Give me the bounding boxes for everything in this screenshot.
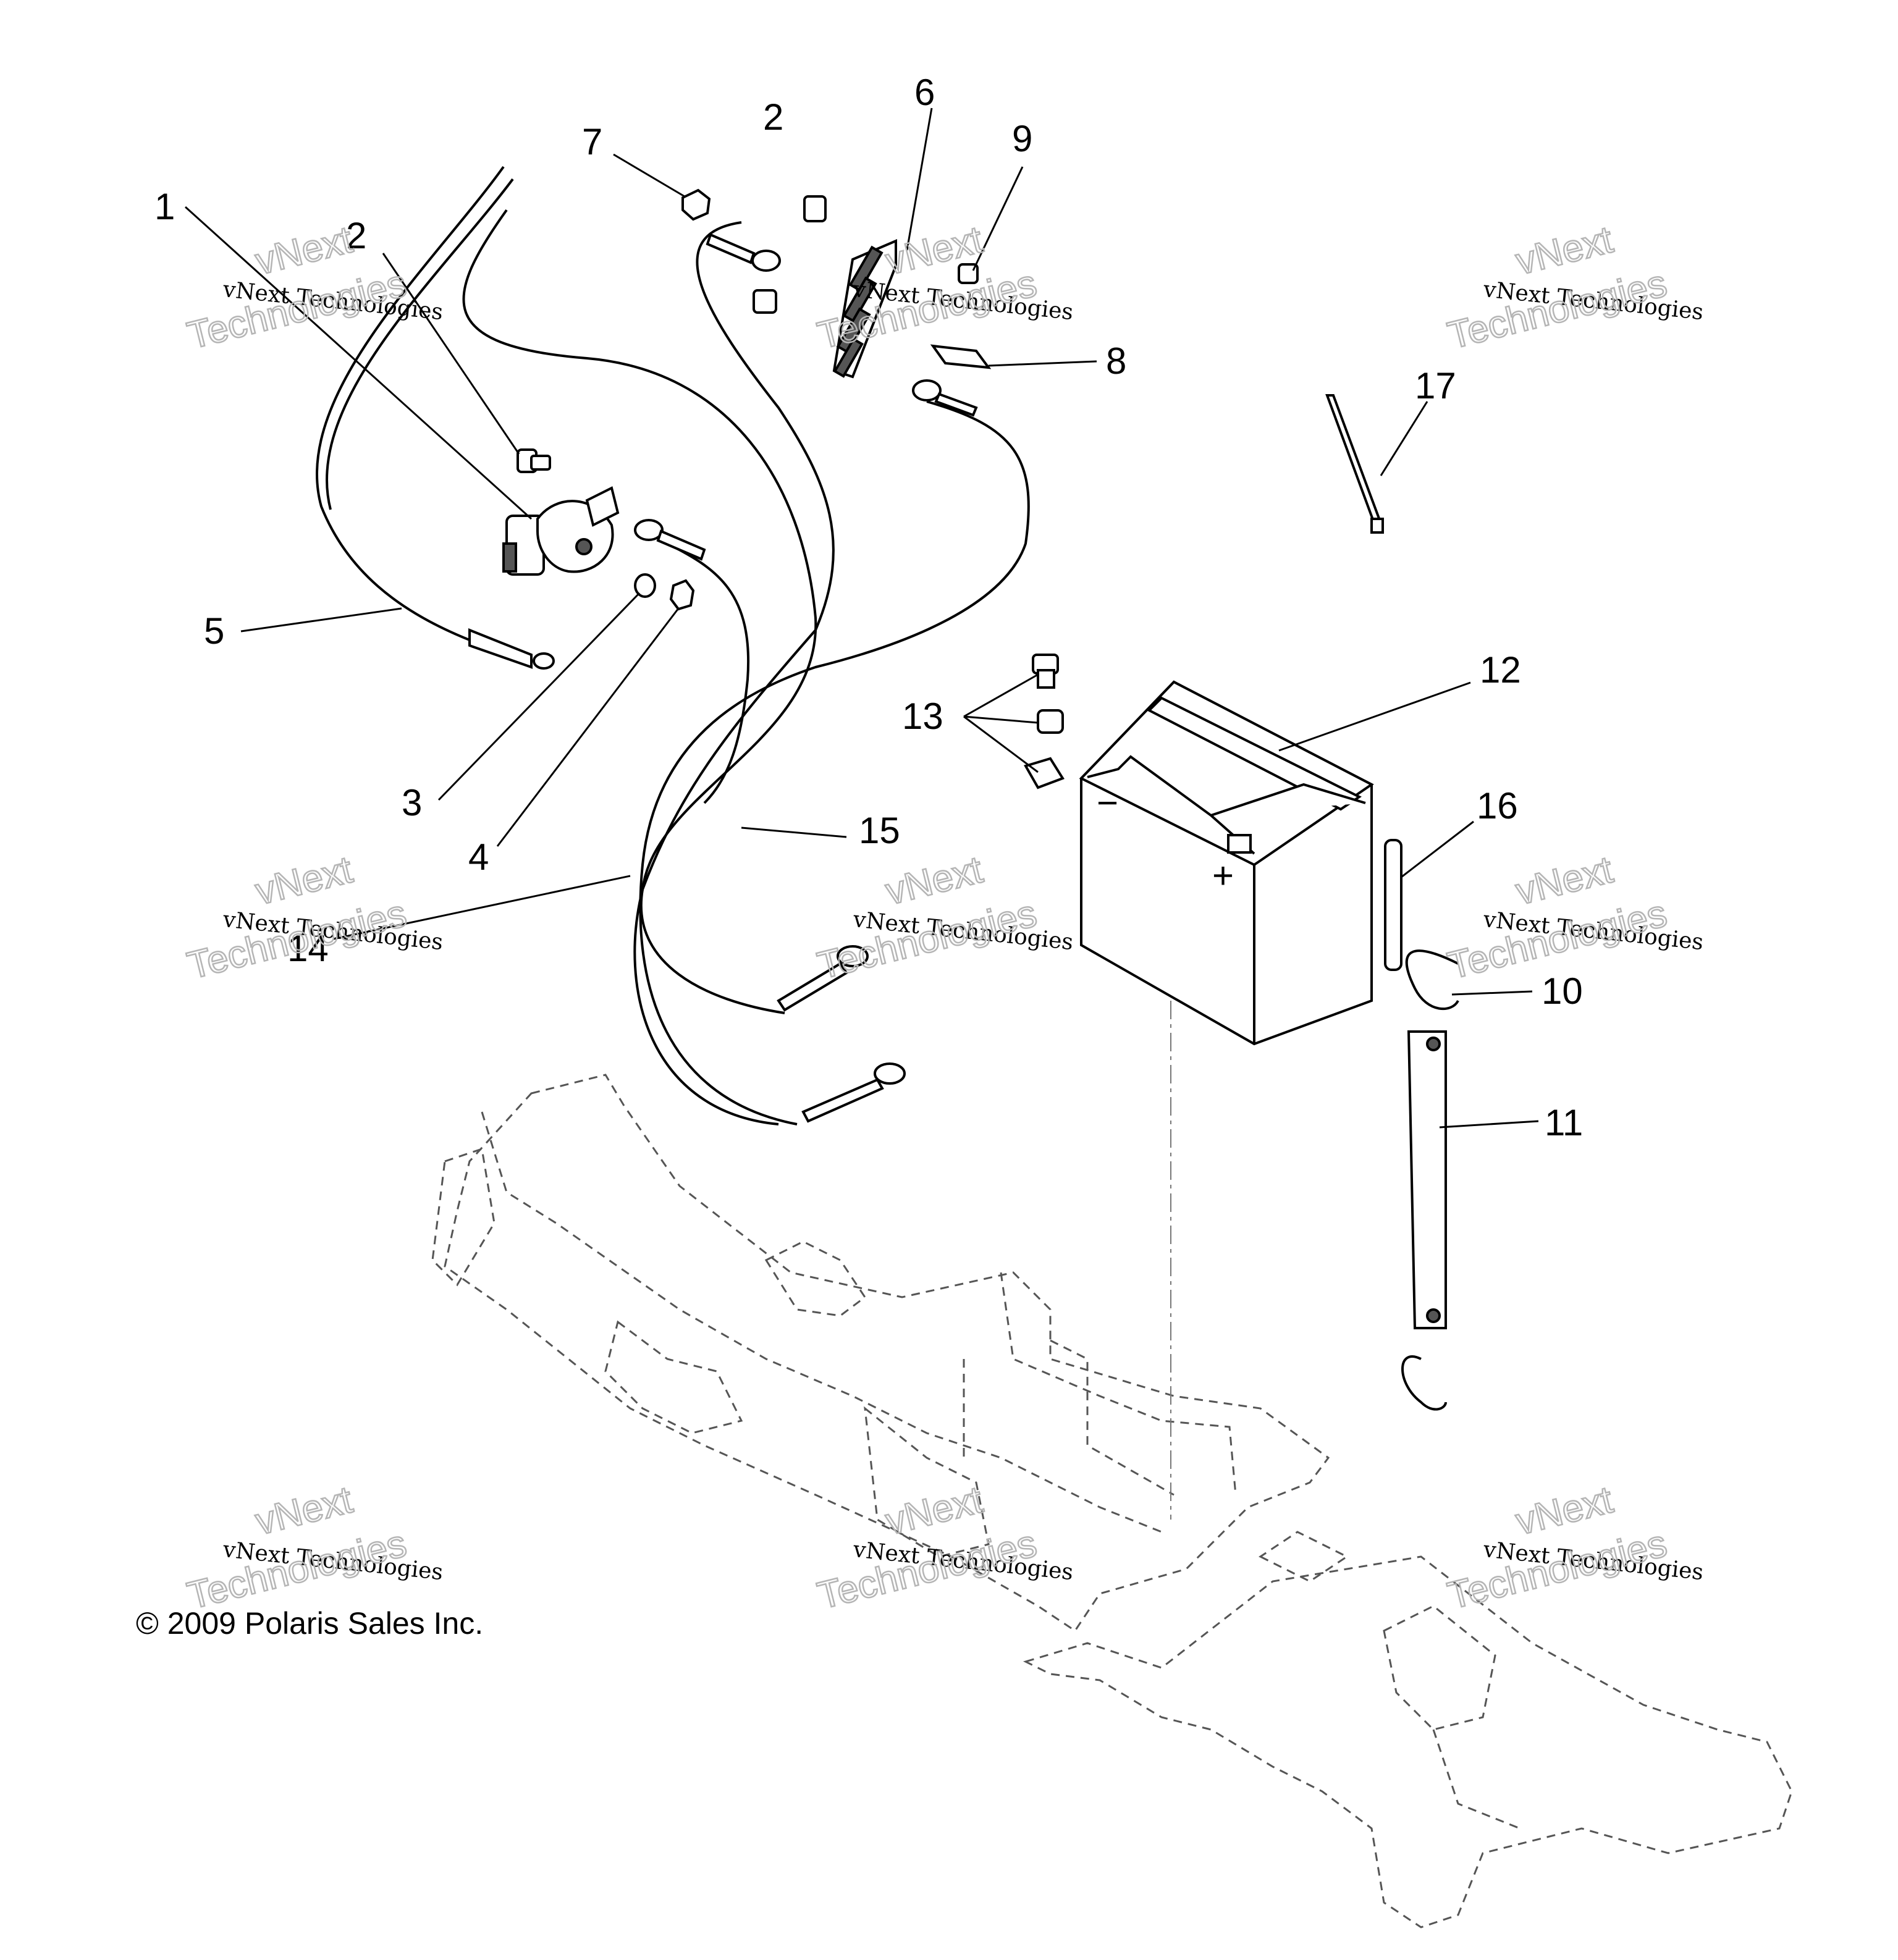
svg-text:Technologies: Technologies xyxy=(183,892,411,988)
svg-text:vNext: vNext xyxy=(251,1478,356,1543)
callout-15: 15 xyxy=(859,810,900,851)
svg-text:Technologies: Technologies xyxy=(1444,1522,1671,1618)
watermark-3: vNext vNext Technologies Technologies xyxy=(1443,217,1705,358)
ring-terminals xyxy=(468,233,978,1123)
cable-15 xyxy=(462,209,817,1014)
callout-9: 9 xyxy=(1012,118,1032,159)
callout-8: 8 xyxy=(1106,340,1126,382)
battery-minus-label: − xyxy=(1097,782,1118,823)
cable-14 xyxy=(633,221,835,1125)
callout-10: 10 xyxy=(1542,970,1583,1012)
svg-text:Technologies: Technologies xyxy=(814,1522,1041,1618)
watermark-8: vNext vNext Technologies Technologies xyxy=(812,1478,1074,1618)
watermark-5: vNext vNext Technologies Technologies xyxy=(812,848,1074,988)
part-8-clip xyxy=(930,344,992,369)
watermark-7: vNext vNext Technologies Technologies xyxy=(182,1478,444,1618)
part-17-tie-strap xyxy=(1325,394,1384,534)
part-7-nut xyxy=(681,188,711,221)
callout-6: 6 xyxy=(914,72,935,113)
callout-14: 14 xyxy=(287,928,329,969)
part-13-hardware xyxy=(1024,654,1065,789)
callout-1: 1 xyxy=(154,186,175,227)
part-3-washer xyxy=(634,573,656,598)
part-4-nut xyxy=(669,579,695,611)
svg-text:Technologies: Technologies xyxy=(183,1522,411,1618)
svg-text:Technologies: Technologies xyxy=(183,262,411,358)
part-10-hook xyxy=(1405,949,1459,1010)
leader-lines xyxy=(184,107,1539,1129)
callout-11: 11 xyxy=(1545,1102,1583,1143)
svg-text:vNext: vNext xyxy=(251,848,356,913)
callout-16: 16 xyxy=(1477,785,1518,826)
callout-3: 3 xyxy=(402,782,422,823)
battery-plus-label: + xyxy=(1212,855,1234,896)
svg-text:Technologies: Technologies xyxy=(814,262,1041,358)
part-11-strap xyxy=(1407,1030,1447,1329)
part-2-bolt-top xyxy=(753,195,827,314)
cable-5 xyxy=(316,166,505,644)
svg-text:vNext: vNext xyxy=(251,218,356,283)
callout-7: 7 xyxy=(582,121,602,162)
part-2-bolt-left xyxy=(517,448,551,473)
callout-5: 5 xyxy=(204,610,224,652)
watermarks: vNext vNext Technologies Technologies vN… xyxy=(182,217,1705,1618)
callout-2-top: 2 xyxy=(763,96,783,138)
part-16-tube xyxy=(1384,839,1402,971)
callout-12: 12 xyxy=(1480,649,1521,691)
svg-text:vNext: vNext xyxy=(882,848,987,913)
part-6-fuse-block xyxy=(832,238,897,379)
svg-text:vNext: vNext xyxy=(1512,218,1617,283)
svg-text:vNext: vNext xyxy=(1512,848,1617,913)
watermark-6: vNext vNext Technologies Technologies xyxy=(1443,848,1705,988)
frame-chassis xyxy=(431,1074,1793,1928)
svg-text:Technologies: Technologies xyxy=(814,892,1041,988)
callout-17: 17 xyxy=(1415,365,1456,406)
svg-text:Technologies: Technologies xyxy=(1444,262,1671,358)
svg-text:vNext: vNext xyxy=(1512,1478,1617,1543)
callout-numbers: 1 2 2 3 4 5 6 7 8 9 10 11 12 13 14 15 16… xyxy=(154,72,1583,1143)
callout-4: 4 xyxy=(468,836,489,878)
cables xyxy=(316,166,1030,1125)
svg-text:vNext: vNext xyxy=(882,1478,987,1543)
watermark-1: vNext vNext Technologies Technologies xyxy=(182,217,444,358)
watermark-9: vNext vNext Technologies Technologies xyxy=(1443,1478,1705,1618)
part-1-solenoid xyxy=(502,486,620,576)
callout-2-left: 2 xyxy=(346,215,366,256)
callout-13: 13 xyxy=(902,696,943,737)
part-9-bolt xyxy=(958,263,979,284)
copyright-text: © 2009 Polaris Sales Inc. xyxy=(136,1606,483,1641)
part-12-battery: − + xyxy=(1079,680,1374,1046)
